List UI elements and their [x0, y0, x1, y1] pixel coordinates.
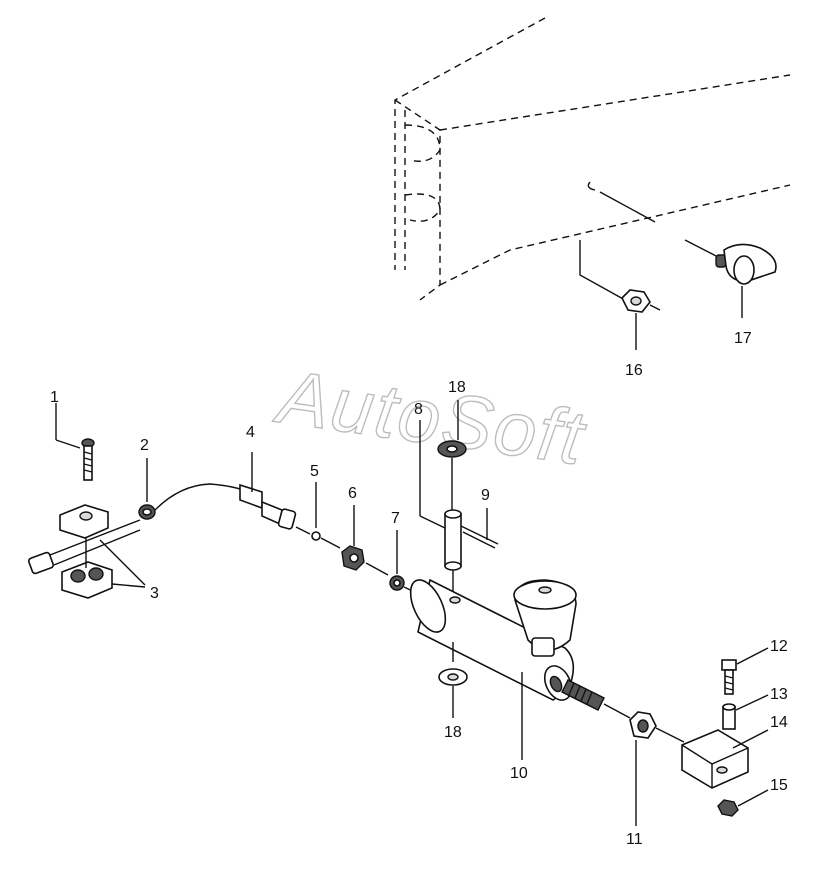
screw-1 [55, 403, 95, 481]
callout-15: 15 [770, 777, 788, 794]
brake-line-4 [154, 452, 311, 535]
clamp-3 [59, 504, 146, 599]
jam-nut-11 [629, 711, 685, 826]
adapter-6 [341, 505, 389, 576]
washer-18-lower [438, 668, 468, 718]
callout-2: 2 [140, 437, 149, 454]
grommet-2 [138, 458, 156, 520]
callout-13: 13 [770, 686, 788, 703]
callout-8: 8 [414, 401, 423, 418]
coupler-17 [587, 181, 777, 318]
cotter-pin-9 [460, 508, 499, 549]
callout-6: 6 [348, 485, 357, 502]
callout-7: 7 [391, 510, 400, 527]
callout-4: 4 [246, 424, 255, 441]
nut-15 [717, 789, 769, 817]
callout-labels: 1 2 3 4 5 6 7 8 9 10 11 12 13 14 15 16 1… [50, 330, 788, 848]
seal-7 [389, 530, 426, 598]
bolt-12 [721, 647, 769, 695]
callout-18-lower: 18 [444, 724, 462, 741]
callout-14: 14 [770, 714, 788, 731]
washer-18-upper [437, 400, 467, 510]
callout-12: 12 [770, 638, 788, 655]
callout-18-upper: 18 [448, 379, 466, 396]
bushing-13 [722, 694, 769, 730]
master-cylinder-10 [409, 578, 631, 760]
callout-1: 1 [50, 389, 59, 406]
frame-phantom-outline [394, 17, 791, 301]
callout-11: 11 [626, 831, 643, 848]
clevis-14 [681, 729, 769, 789]
nut-16 [579, 240, 661, 350]
callout-17: 17 [734, 330, 752, 347]
callout-10: 10 [510, 765, 528, 782]
hose-end-fitting [27, 519, 141, 575]
callout-3: 3 [150, 585, 159, 602]
callout-5: 5 [310, 463, 319, 480]
callout-16: 16 [625, 362, 643, 379]
oring-5 [311, 482, 341, 549]
callout-9: 9 [481, 487, 490, 504]
